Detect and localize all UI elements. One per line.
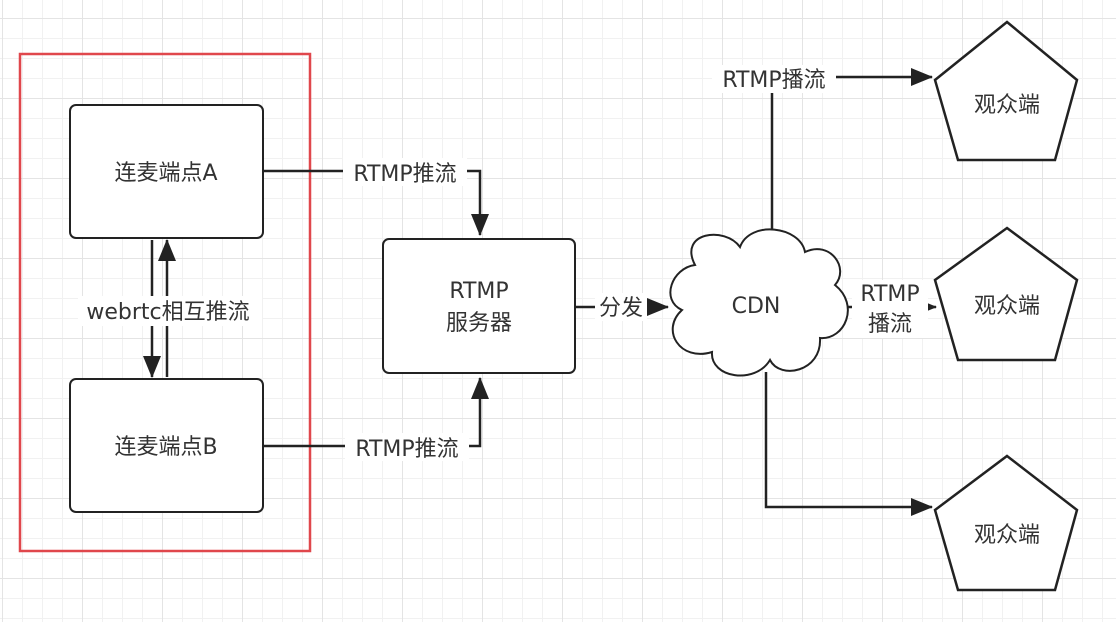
rtmp-server-label-line1: RTMP [449,279,508,304]
cdn-label: CDN [732,294,781,319]
edge-a-to-server [263,169,489,236]
edge-distribute-label-bg [595,293,647,321]
webrtc-label: webrtc相互推流 [86,300,249,325]
rtmp-server-label-line2: 服务器 [446,311,512,336]
edge-a-label: RTMP推流 [353,162,456,187]
edge-cdn-to-viewer-bottom [764,372,933,516]
edge-distribute-label: 分发 [599,296,643,321]
edge-viewer-middle-label-line1: RTMP [860,282,919,307]
viewer-bottom-pentagon[interactable] [933,454,1079,592]
viewer-middle-pentagon[interactable] [933,226,1079,362]
edge-viewer-middle-label-line2: 播流 [868,312,912,337]
highlight-group-border [18,52,312,553]
rtmp-server-box[interactable] [382,238,576,374]
edge-viewer-top-label-bg [712,65,836,93]
edge-viewer-middle-label-bg [852,280,928,338]
peer-a-label: 连麦端点A [114,161,217,186]
edge-cdn-to-viewer-top [770,68,933,242]
edge-b-to-server [263,377,489,448]
edge-a-label-bg [343,158,467,186]
webrtc-label-bg [78,296,262,326]
edge-viewer-top-label: RTMP播流 [722,68,825,93]
viewer-top-pentagon[interactable] [933,20,1079,162]
cdn-cloud[interactable] [669,228,849,377]
viewer-bottom-label: 观众端 [974,523,1040,548]
viewer-top-label: 观众端 [974,93,1040,118]
edge-b-label: RTMP推流 [355,437,458,462]
peer-b-label: 连麦端点B [114,435,217,460]
viewer-middle-label: 观众端 [974,294,1040,319]
edge-b-label-bg [345,433,469,461]
